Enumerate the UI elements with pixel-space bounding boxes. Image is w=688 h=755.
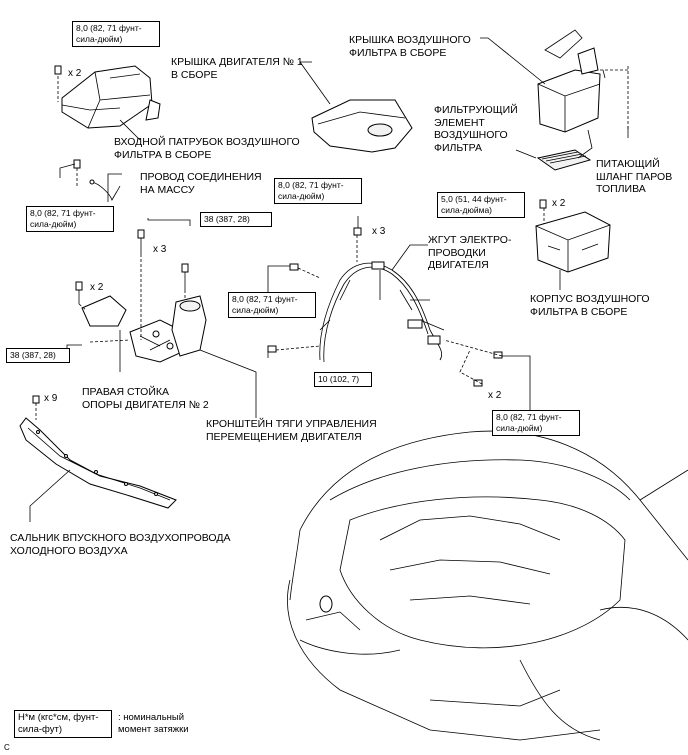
qty-stay-left: x 2 — [90, 282, 104, 293]
inlet-duct-label: ВХОДНОЙ ПАТРУБОК ВОЗДУШНОГО ФИЛЬТРА В СБ… — [114, 136, 300, 161]
torque-box-harness-top: 8,0 (82, 71 фунт- сила-дюйм) — [274, 178, 362, 204]
wire-harness-drawing — [319, 261, 445, 363]
torque-box-ground: 8,0 (82, 71 фунт- сила-дюйм) — [26, 206, 114, 232]
qty-harness-right: x 2 — [488, 390, 502, 401]
torque-box-10: 10 (102, 7) — [314, 372, 372, 387]
torque-box-38-top: 38 (387, 28) — [200, 212, 272, 227]
filter-element-label: ФИЛЬТРУЮЩИЙ ЭЛЕМЕНТ ВОЗДУШНОГО ФИЛЬТРА — [434, 104, 518, 154]
torque-box-38-left: 38 (387, 28) — [6, 348, 70, 363]
filter-element-drawing — [536, 149, 592, 171]
air-cleaner-case-label: КОРПУС ВОЗДУШНОГО ФИЛЬТРА В СБОРЕ — [530, 293, 650, 318]
qty-inlet: x 2 — [68, 68, 82, 79]
torque-box-harness-left: 8,0 (82, 71 фунт- сила-дюйм) — [228, 292, 316, 318]
ground-wire-label: ПРОВОД СОЕДИНЕНИЯ НА МАССУ — [140, 171, 262, 196]
legend-unit-box: Н*м (кгс*см, фунт- сила-фут) — [14, 710, 112, 738]
wire-harness-label: ЖГУТ ЭЛЕКТРО- ПРОВОДКИ ДВИГАТЕЛЯ — [428, 234, 512, 271]
fuel-vapor-hose-drawing — [577, 66, 629, 159]
engine-cover-drawing — [311, 99, 413, 153]
corner-mark: C — [4, 743, 10, 752]
engine-cover-label: КРЫШКА ДВИГАТЕЛЯ № 1 В СБОРЕ — [171, 56, 303, 81]
control-rod-bracket-label: КРОНШТЕЙН ТЯГИ УПРАВЛЕНИЯ ПЕРЕМЕЩЕНИЕМ Д… — [206, 418, 377, 443]
inlet-duct-drawing — [61, 65, 161, 129]
air-cleaner-case-drawing — [535, 211, 611, 273]
vehicle-front-drawing — [287, 430, 688, 741]
cool-air-seal-label: САЛЬНИК ВПУСКНОГО ВОЗДУХОПРОВОДА ХОЛОДНО… — [10, 532, 231, 557]
fuel-vapor-hose-label: ПИТАЮЩИЙ ШЛАНГ ПАРОВ ТОПЛИВА — [596, 158, 673, 195]
bolts — [32, 65, 547, 404]
qty-harness-nuts: x 3 — [372, 226, 386, 237]
torque-box-harness-right: 8,0 (82, 71 фунт- сила-дюйм) — [492, 410, 580, 436]
mount-stay-drawing — [81, 295, 207, 363]
ground-wire-drawing — [89, 179, 121, 202]
mount-stay-label: ПРАВАЯ СТОЙКА ОПОРЫ ДВИГАТЕЛЯ № 2 — [82, 386, 209, 411]
torque-box-inlet: 8,0 (82, 71 фунт- сила-дюйм) — [72, 21, 160, 47]
air-filter-cap-drawing — [537, 29, 601, 133]
legend-description: : номинальный момент затяжки — [118, 712, 189, 735]
torque-box-case: 5,0 (51, 44 фунт- сила-дюйма) — [437, 192, 525, 218]
air-filter-cap-label: КРЫШКА ВОЗДУШНОГО ФИЛЬТРА В СБОРЕ — [349, 34, 471, 59]
qty-stay-bolts: x 3 — [153, 244, 167, 255]
leader-lines — [29, 37, 629, 522]
qty-case: x 2 — [552, 198, 566, 209]
qty-seal: x 9 — [44, 393, 58, 404]
cool-air-seal-drawing — [19, 417, 177, 509]
